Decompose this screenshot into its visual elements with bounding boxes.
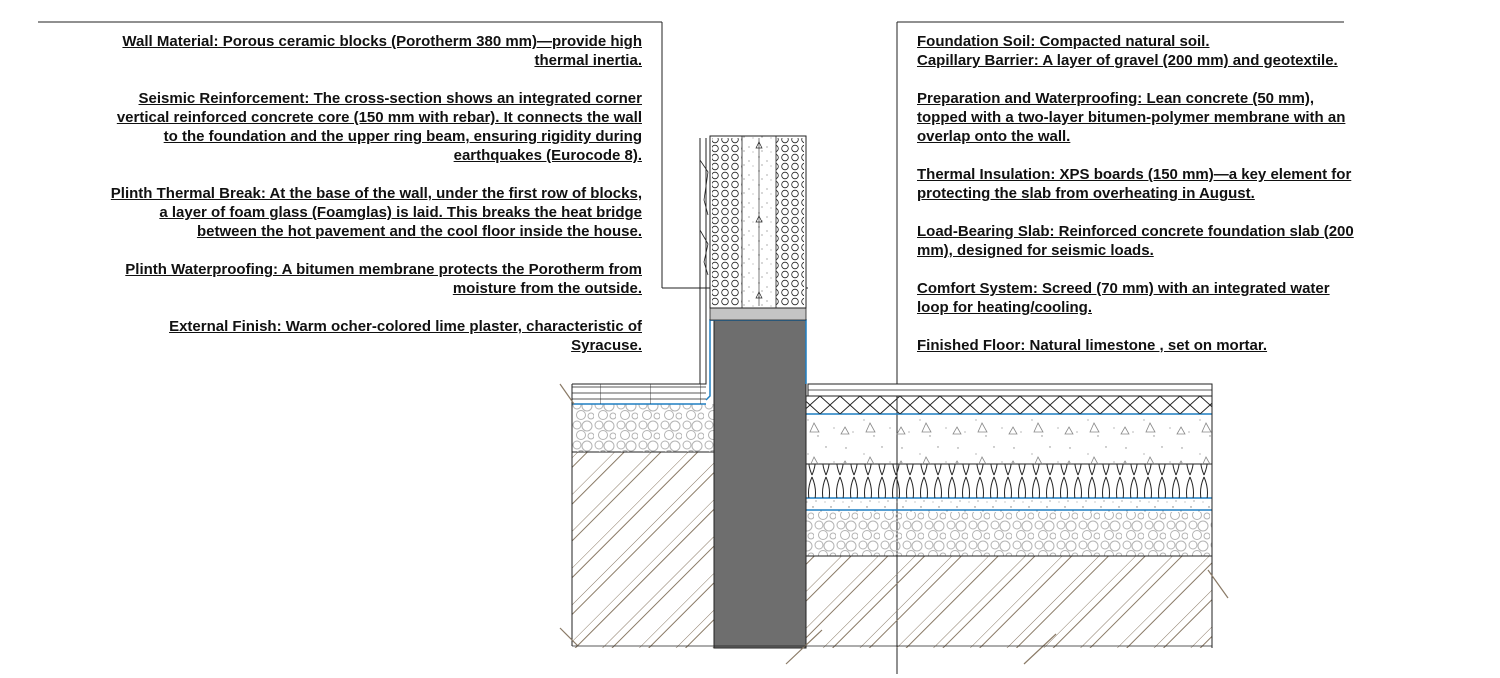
note-finished-floor: Finished Floor: Natural limestone , set … (917, 337, 1268, 354)
break-marks (559, 383, 1229, 665)
outside-gravel (572, 404, 714, 452)
porotherm-inner-leaf (776, 138, 804, 306)
outside-pavement (572, 384, 706, 404)
note-comfort-system: Comfort System: Screed (70 mm) with an i… (917, 280, 1330, 316)
note-load-bearing-slab: Load-Bearing Slab: Reinforced concrete f… (917, 223, 1354, 259)
note-external-finish: External Finish: Warm ocher-colored lime… (169, 318, 642, 354)
capillary-gravel (806, 512, 1212, 556)
note-plinth-waterproofing: Plinth Waterproofing: A bitumen membrane… (125, 261, 642, 297)
lean-concrete (806, 498, 1212, 512)
note-seismic-reinforcement: Seismic Reinforcement: The cross-section… (116, 90, 642, 164)
left-callouts: Wall Material: Porous ceramic blocks (Po… (50, 32, 642, 374)
note-foundation-soil: Foundation Soil: Compacted natural soil.… (917, 33, 1338, 69)
inside-soil (806, 556, 1212, 648)
foundation-slab (806, 414, 1212, 464)
right-callouts: Foundation Soil: Compacted natural soil.… (917, 32, 1407, 374)
screed-layer (806, 396, 1212, 414)
porotherm-outer-leaf (712, 138, 742, 306)
note-plinth-thermal-break: Plinth Thermal Break: At the base of the… (110, 185, 642, 240)
outside-soil (572, 452, 714, 648)
xps-insulation (806, 464, 1212, 498)
note-wall-material: Wall Material: Porous ceramic blocks (Po… (122, 33, 642, 69)
note-preparation-waterproofing: Preparation and Waterproofing: Lean conc… (917, 90, 1346, 145)
foundation-beam (713, 319, 807, 649)
note-thermal-insulation: Thermal Insulation: XPS boards (150 mm)—… (917, 166, 1352, 202)
plinth-plaster (699, 138, 707, 385)
foamglas-thermal-break (709, 307, 807, 321)
